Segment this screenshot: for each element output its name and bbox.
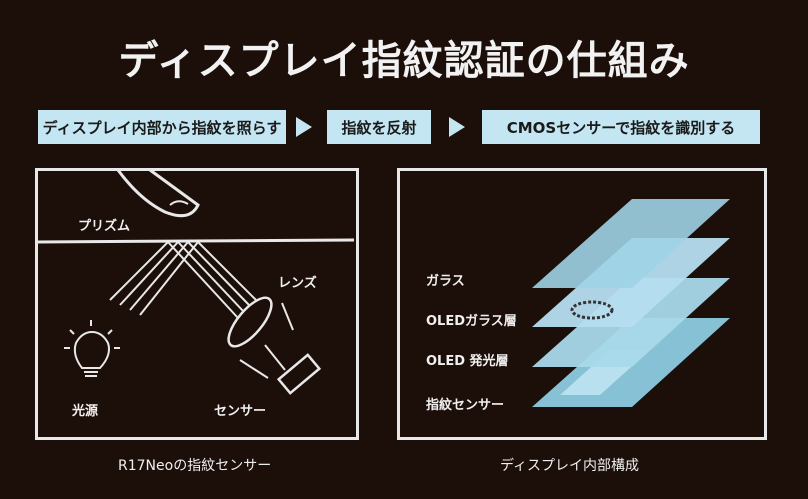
right-diagram-frame bbox=[397, 168, 767, 440]
fingerprint-icon bbox=[570, 300, 614, 320]
display-layers bbox=[532, 199, 730, 407]
label-prism: プリズム bbox=[78, 219, 131, 234]
right-caption: ディスプレイ内部構成 bbox=[500, 458, 640, 474]
label-light-source: 光源 bbox=[72, 404, 99, 419]
left-diagram-frame bbox=[35, 168, 359, 440]
finger-icon bbox=[116, 168, 200, 218]
layer-glass bbox=[532, 199, 730, 288]
label-layer-oled-glass: OLEDガラス層 bbox=[426, 314, 517, 329]
step-illuminate: ディスプレイ内部から指紋を照らす bbox=[38, 110, 286, 144]
light-bulb-icon bbox=[64, 320, 120, 377]
lens-icon bbox=[227, 296, 273, 348]
step-identify: CMOSセンサーで指紋を識別する bbox=[482, 110, 760, 144]
label-layer-fingerprint-sensor: 指紋センサー bbox=[426, 398, 505, 413]
label-lens: レンズ bbox=[278, 276, 317, 291]
left-caption: R17Neoの指紋センサー bbox=[118, 458, 272, 474]
label-sensor: センサー bbox=[214, 404, 267, 419]
light-rays bbox=[109, 241, 257, 319]
prism-surface bbox=[36, 238, 355, 244]
sensor-icon bbox=[276, 353, 322, 395]
step-reflect: 指紋を反射 bbox=[327, 110, 431, 144]
label-layer-glass: ガラス bbox=[426, 274, 465, 289]
label-layer-oled-emission: OLED 発光層 bbox=[426, 354, 509, 369]
arrow-right-icon bbox=[296, 117, 312, 137]
arrow-right-icon bbox=[449, 117, 465, 137]
slide-title: ディスプレイ指紋認証の仕組み bbox=[118, 38, 690, 84]
